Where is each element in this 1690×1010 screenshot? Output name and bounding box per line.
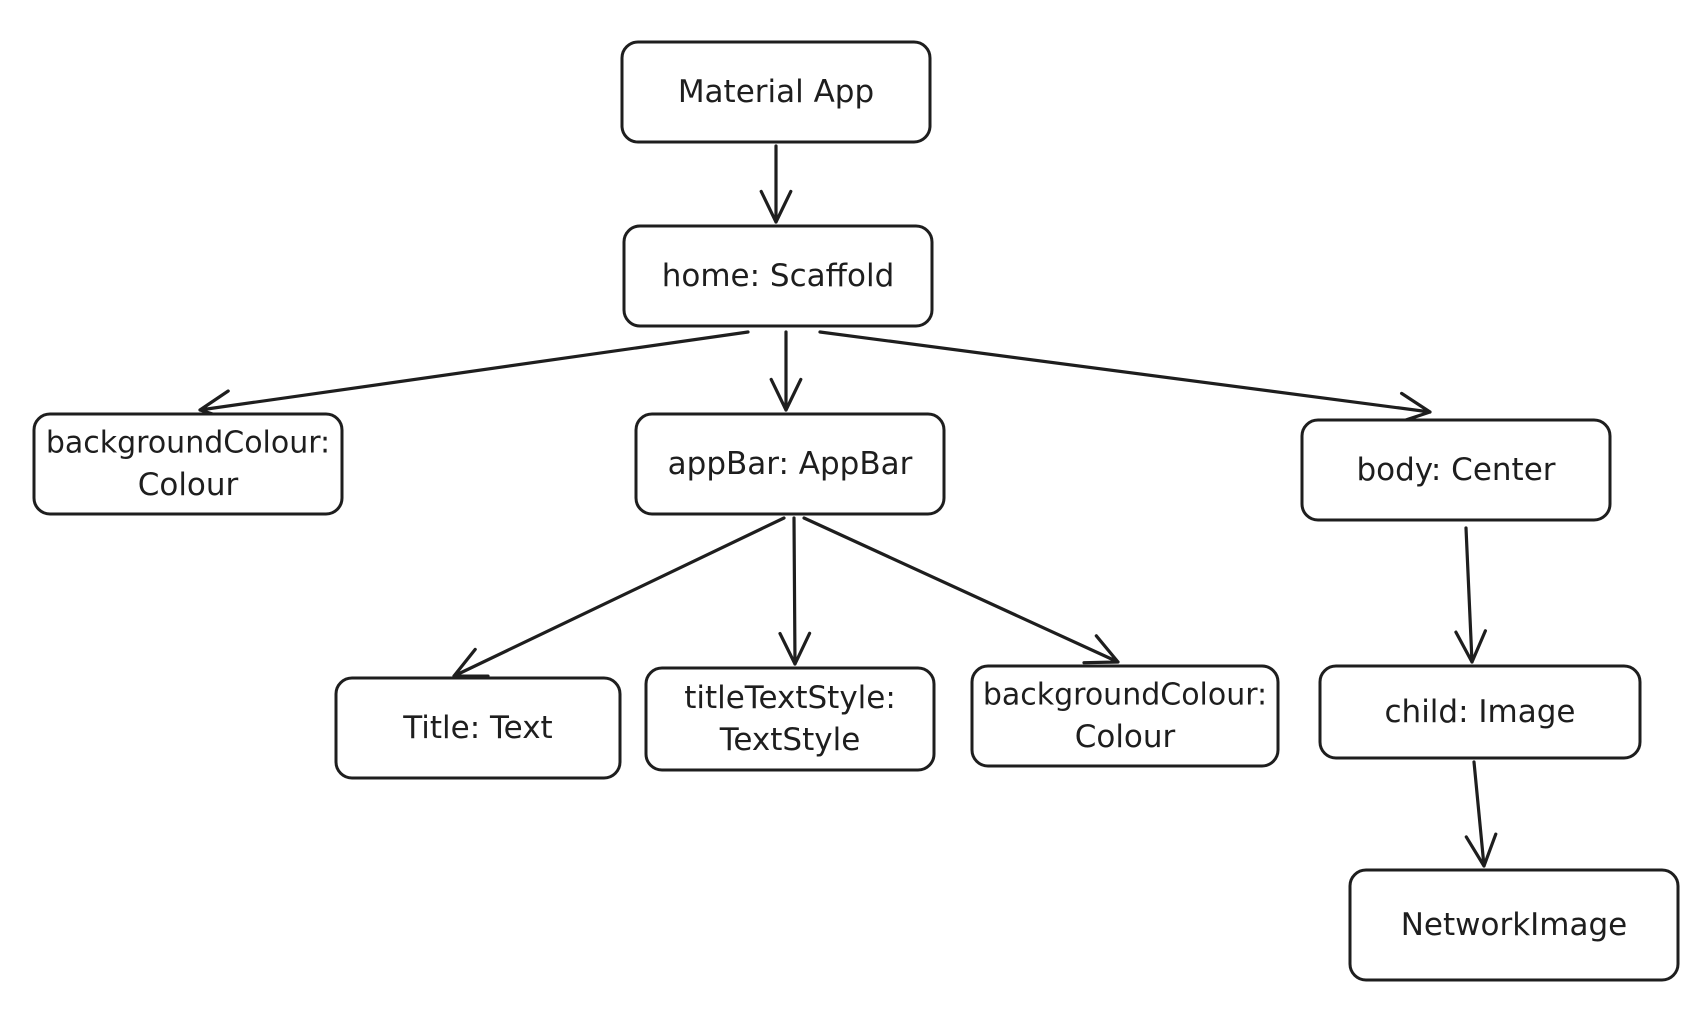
- node-label-app-bar-line-1: appBar: AppBar: [668, 446, 913, 482]
- node-box-home: [622, 224, 934, 328]
- node-label-title-text-style-line-2: TextStyle: [719, 722, 861, 758]
- edge-app_bar-to-background_colour_right: [802, 516, 1120, 665]
- node-app-bar: appBar: AppBar: [634, 412, 946, 516]
- edge-app_bar-to-title_text_style: [778, 516, 812, 666]
- node-home: home: Scaffold: [622, 224, 934, 328]
- node-title-text-style: titleTextStyle: TextStyle: [644, 666, 936, 772]
- node-label-title-text-style-line-1: titleTextStyle:: [684, 680, 896, 716]
- node-box-background-colour-right: [970, 664, 1280, 768]
- node-box-material-app: [620, 40, 932, 144]
- node-child: child: Image: [1318, 664, 1642, 760]
- node-box-background-colour-left: [32, 412, 344, 516]
- node-box-body: [1300, 418, 1612, 522]
- edge-home-to-body: [818, 330, 1432, 425]
- edge-home-to-background_colour_left: [198, 330, 750, 422]
- node-title: Title: Text: [334, 676, 622, 780]
- node-box-child: [1318, 664, 1642, 760]
- edge-app_bar-to-title: [452, 516, 786, 678]
- nodes-layer: Material App home: Scaffold backgroundColo…: [32, 40, 1680, 982]
- node-material-app: Material App: [620, 40, 932, 144]
- node-label-material-app-line-1: Material App: [678, 74, 874, 110]
- node-label-title-line-1: Title: Text: [402, 710, 552, 746]
- node-background-colour-right: backgroundColour: Colour: [970, 664, 1280, 768]
- node-body: body: Center: [1300, 418, 1612, 522]
- node-label-background-colour-right-line-2: Colour: [1075, 719, 1176, 755]
- node-label-background-colour-left-line-2: Colour: [138, 467, 239, 503]
- edges-layer: [198, 144, 1498, 868]
- edge-child-to-network_image: [1464, 760, 1498, 868]
- node-label-network-image-line-1: NetworkImage: [1401, 907, 1628, 943]
- node-label-home-line-1: home: Scaffold: [662, 258, 895, 294]
- edge-body-to-child: [1454, 526, 1487, 664]
- edge-home-to-app_bar: [769, 330, 803, 412]
- node-label-child-line-1: child: Image: [1385, 694, 1576, 730]
- node-network-image: NetworkImage: [1348, 868, 1680, 982]
- node-box-network-image: [1348, 868, 1680, 982]
- node-box-title-text-style: [644, 666, 936, 772]
- edge-material_app-to-home: [759, 144, 793, 224]
- node-label-background-colour-right-line-1: backgroundColour:: [983, 678, 1267, 713]
- node-label-background-colour-left-line-1: backgroundColour:: [46, 426, 330, 461]
- node-label-body-line-1: body: Center: [1356, 452, 1555, 488]
- node-background-colour-left: backgroundColour: Colour: [32, 412, 344, 516]
- node-box-app-bar: [634, 412, 946, 516]
- node-box-title: [334, 676, 622, 780]
